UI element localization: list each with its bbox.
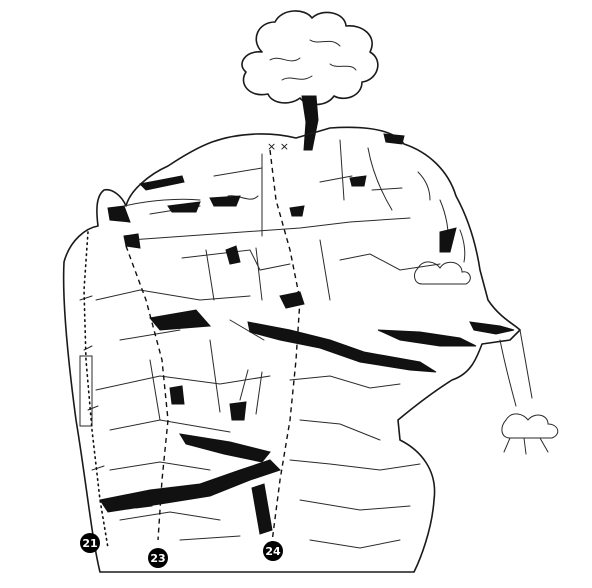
route-number-24: 24 — [265, 545, 281, 558]
tree-icon — [242, 11, 378, 150]
route-number-23: 23 — [150, 552, 165, 565]
route-badge-23: 23 — [148, 548, 168, 568]
route-badge-21: 21 — [80, 533, 100, 553]
route-badge-24: 24 — [263, 541, 283, 561]
route-number-21: 21 — [82, 537, 97, 550]
bush-icon — [415, 262, 471, 284]
rock-face — [64, 127, 558, 572]
